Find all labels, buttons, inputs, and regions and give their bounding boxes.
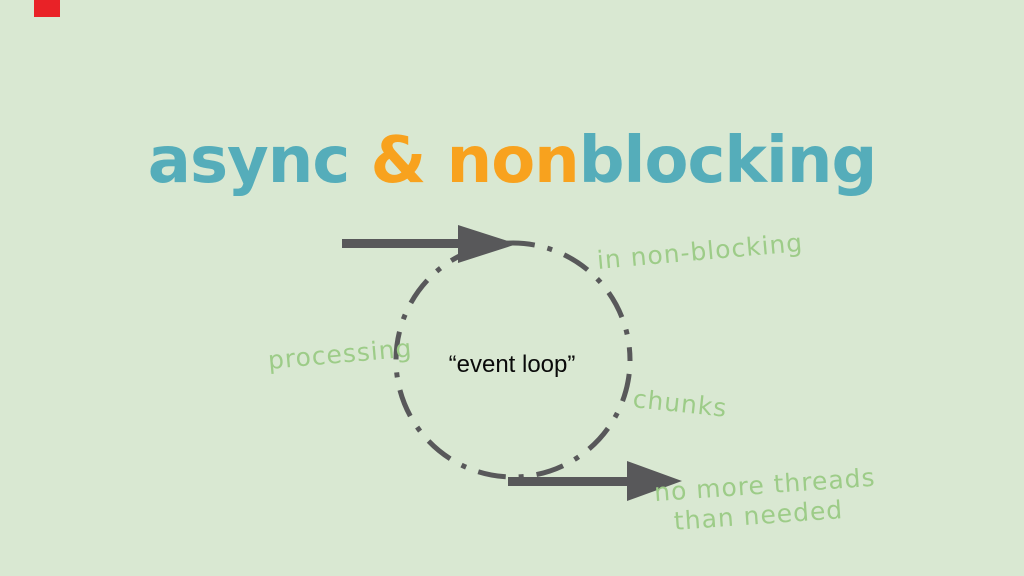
slide-title: async & nonblocking — [0, 127, 1024, 195]
outgoing-right-arrow-icon — [508, 461, 682, 501]
title-segment-async: async — [147, 124, 371, 198]
title-segment-blocking: blocking — [578, 124, 878, 198]
title-segment-non: non — [446, 124, 580, 198]
red-marker — [34, 0, 60, 17]
incoming-right-arrow-icon — [342, 225, 517, 263]
event-loop-label: “event loop” — [448, 351, 576, 378]
title-segment-amp: & — [370, 124, 447, 198]
